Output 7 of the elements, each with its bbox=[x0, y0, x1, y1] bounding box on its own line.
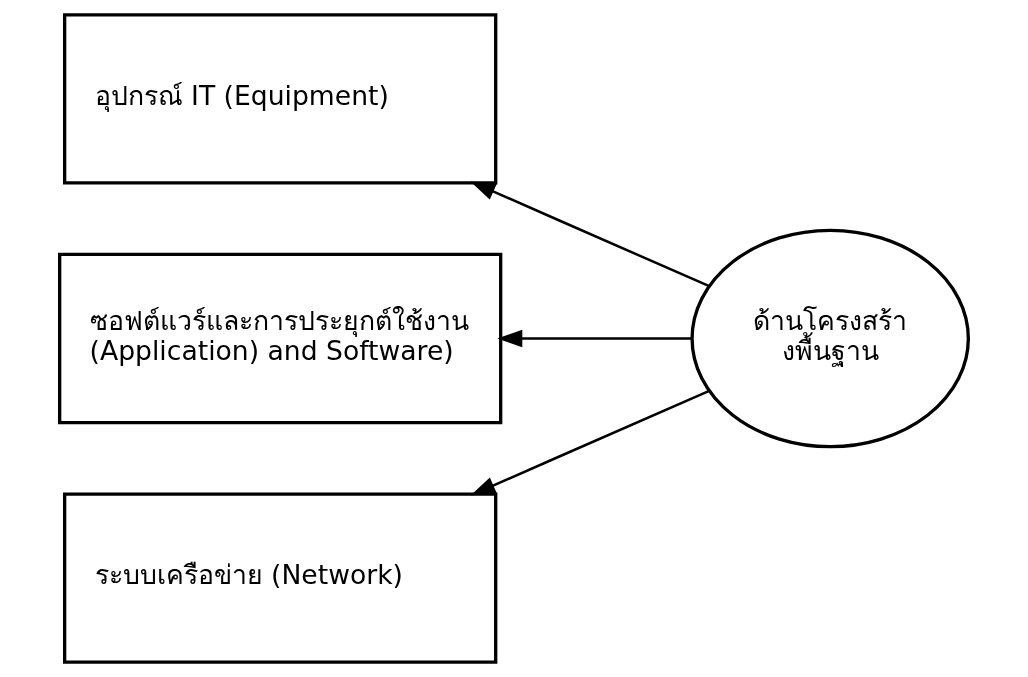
node-box: อุปกรณ์ IT (Equipment) bbox=[63, 13, 498, 185]
node-ellipse: ด้านโครงสร้างพื้นฐาน bbox=[690, 228, 970, 449]
arrow bbox=[497, 329, 692, 348]
arrow bbox=[470, 181, 710, 288]
node-box: ซอฟต์แวร์และการประยุกต์ใช้งาน (Application) and Software) bbox=[58, 252, 503, 425]
node-box: ระบบเครือข่าย (Network) bbox=[63, 492, 498, 664]
arrow bbox=[470, 389, 710, 496]
